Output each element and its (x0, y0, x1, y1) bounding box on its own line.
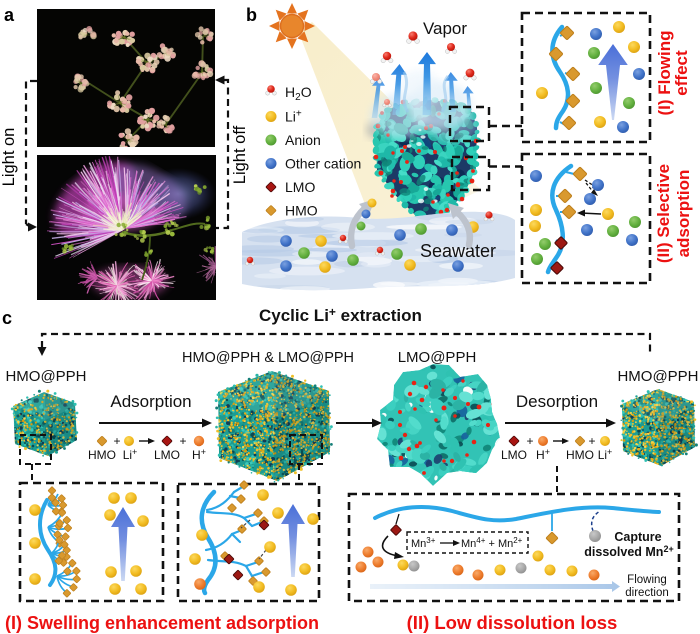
svg-text:Light off: Light off (231, 125, 249, 184)
svg-text:a: a (4, 5, 15, 25)
svg-text:c: c (2, 308, 12, 328)
svg-text:effect: effect (672, 50, 691, 96)
svg-text:adsorption: adsorption (674, 170, 693, 258)
svg-text:HMO@PPH: HMO@PPH (617, 368, 698, 385)
svg-text:LMO: LMO (285, 179, 315, 195)
svg-text:(II) Selective: (II) Selective (654, 164, 673, 263)
svg-text:LMO@PPH: LMO@PPH (398, 349, 477, 366)
svg-text:b: b (246, 5, 257, 25)
svg-text:Vapor: Vapor (423, 19, 467, 38)
svg-text:HMO@PPH & LMO@PPH: HMO@PPH & LMO@PPH (182, 350, 354, 366)
svg-text:Light on: Light on (0, 128, 18, 187)
svg-text:HMO: HMO (285, 203, 318, 219)
svg-text:Cyclic Li+ extraction: Cyclic Li+ extraction (259, 305, 422, 325)
svg-text:Seawater: Seawater (420, 241, 496, 261)
svg-text:Anion: Anion (285, 132, 321, 148)
svg-text:H2O: H2O (285, 84, 312, 103)
svg-text:Other cation: Other cation (285, 156, 361, 172)
svg-text:(I) Flowing: (I) Flowing (655, 31, 674, 116)
svg-text:HMO@PPH: HMO@PPH (5, 368, 86, 385)
